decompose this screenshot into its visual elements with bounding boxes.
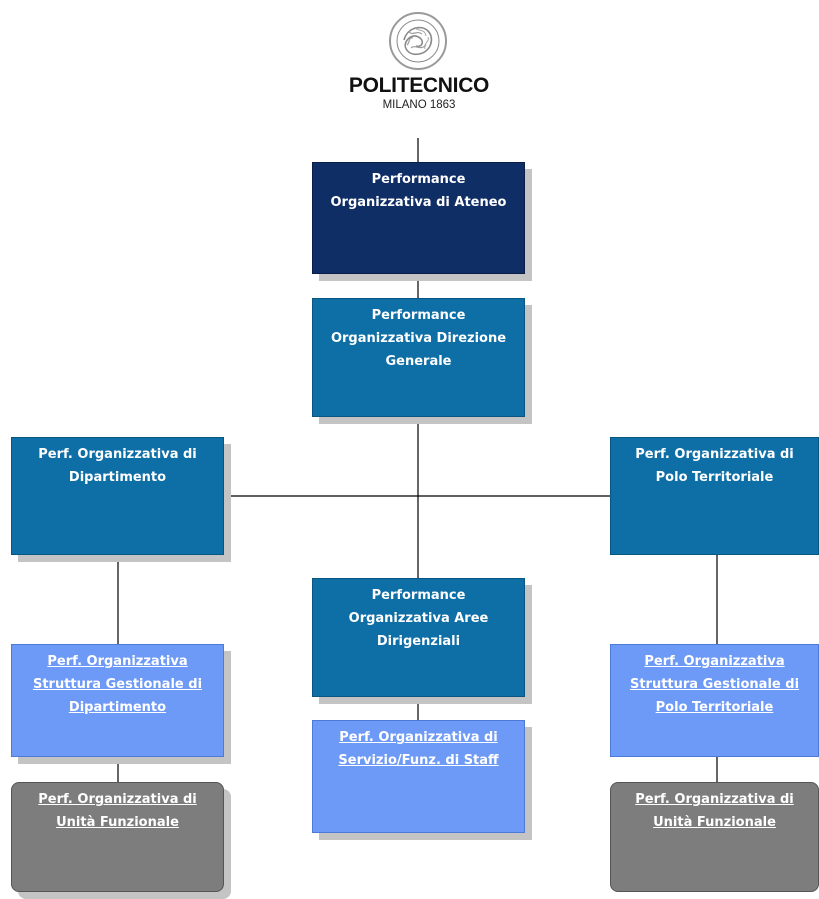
node-link-line[interactable]: Unità Funzionale xyxy=(653,815,776,830)
node-label-line: Dirigenziali xyxy=(376,634,461,649)
node-perf-dipartimento: Perf. Organizzativa di Dipartimento xyxy=(11,437,224,555)
node-label-line: Generale xyxy=(385,354,452,369)
node-label-line: Performance xyxy=(371,172,466,187)
node-performance-aree-dirigenziali: Performance Organizzativa Aree Dirigenzi… xyxy=(312,578,525,697)
node-unita-funzionale-left[interactable]: Perf. Organizzativa di Unità Funzionale xyxy=(11,782,224,892)
node-servizio-funz-staff[interactable]: Perf. Organizzativa di Servizio/Funz. di… xyxy=(312,720,525,833)
node-struttura-gestionale-polo[interactable]: Perf. Organizzativa Struttura Gestionale… xyxy=(610,644,819,757)
node-label-line: Performance xyxy=(371,588,466,603)
node-link-line[interactable]: Struttura Gestionale di xyxy=(629,677,800,692)
node-performance-direzione-generale: Performance Organizzativa Direzione Gene… xyxy=(312,298,525,417)
node-link-line[interactable]: Servizio/Funz. di Staff xyxy=(338,753,499,768)
node-label-line: Dipartimento xyxy=(68,470,167,485)
node-label-line: Performance xyxy=(371,308,466,323)
node-link-line[interactable]: Perf. Organizzativa xyxy=(644,654,785,669)
node-link-line[interactable]: Perf. Organizzativa di xyxy=(38,792,197,807)
node-label-line: Perf. Organizzativa di xyxy=(635,447,794,462)
university-seal-icon xyxy=(389,12,447,70)
logo-subtitle: MILANO 1863 xyxy=(382,99,456,111)
node-link-line[interactable]: Polo Territoriale xyxy=(655,700,774,715)
node-unita-funzionale-right[interactable]: Perf. Organizzativa di Unità Funzionale xyxy=(610,782,819,892)
node-link-line[interactable]: Dipartimento xyxy=(68,700,167,715)
node-link-line[interactable]: Perf. Organizzativa di xyxy=(339,730,498,745)
node-label-line: Organizzativa Aree xyxy=(348,611,489,626)
node-link-line[interactable]: Unità Funzionale xyxy=(56,815,179,830)
node-link-line[interactable]: Struttura Gestionale di xyxy=(32,677,203,692)
node-link-line[interactable]: Perf. Organizzativa di xyxy=(635,792,794,807)
node-link-line[interactable]: Perf. Organizzativa xyxy=(47,654,188,669)
node-label-line: Organizzativa Direzione xyxy=(330,331,507,346)
logo: POLITECNICO MILANO 1863 xyxy=(0,0,819,130)
node-struttura-gestionale-dipartimento[interactable]: Perf. Organizzativa Struttura Gestionale… xyxy=(11,644,224,757)
node-perf-polo-territoriale: Perf. Organizzativa di Polo Territoriale xyxy=(610,437,819,555)
node-performance-ateneo: Performance Organizzativa di Ateneo xyxy=(312,162,525,274)
node-label-line: Organizzativa di Ateneo xyxy=(330,195,507,210)
node-label-line: Polo Territoriale xyxy=(655,470,774,485)
node-label-line: Perf. Organizzativa di xyxy=(38,447,197,462)
logo-wordmark: POLITECNICO xyxy=(348,74,490,97)
